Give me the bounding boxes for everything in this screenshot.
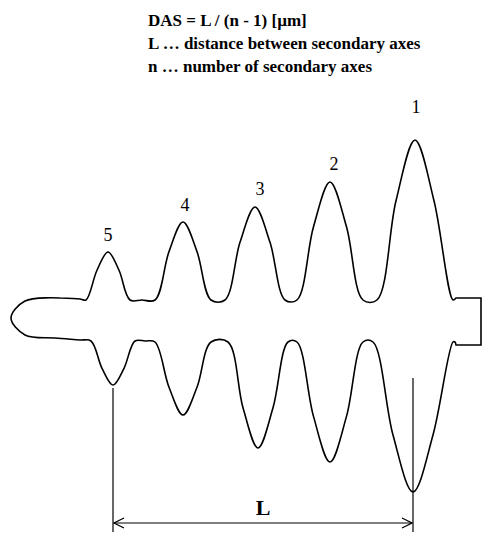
dimension-line [114,522,412,523]
extension-line [412,378,413,532]
legend-note: L … distance between secondary axes [148,35,420,52]
extension-line [112,388,113,532]
callout-number: 5 [104,226,113,244]
formula-text: DAS = L / (n - 1) [µm] [148,12,307,29]
callout-number: 4 [181,196,190,214]
legend-note: n … number of secondary axes [148,58,372,75]
dendrite-outline [11,140,481,492]
callout-number: 2 [330,155,339,173]
callout-number: 3 [256,180,265,198]
callout-number: 1 [412,98,421,116]
dimension-label: L [253,497,274,519]
